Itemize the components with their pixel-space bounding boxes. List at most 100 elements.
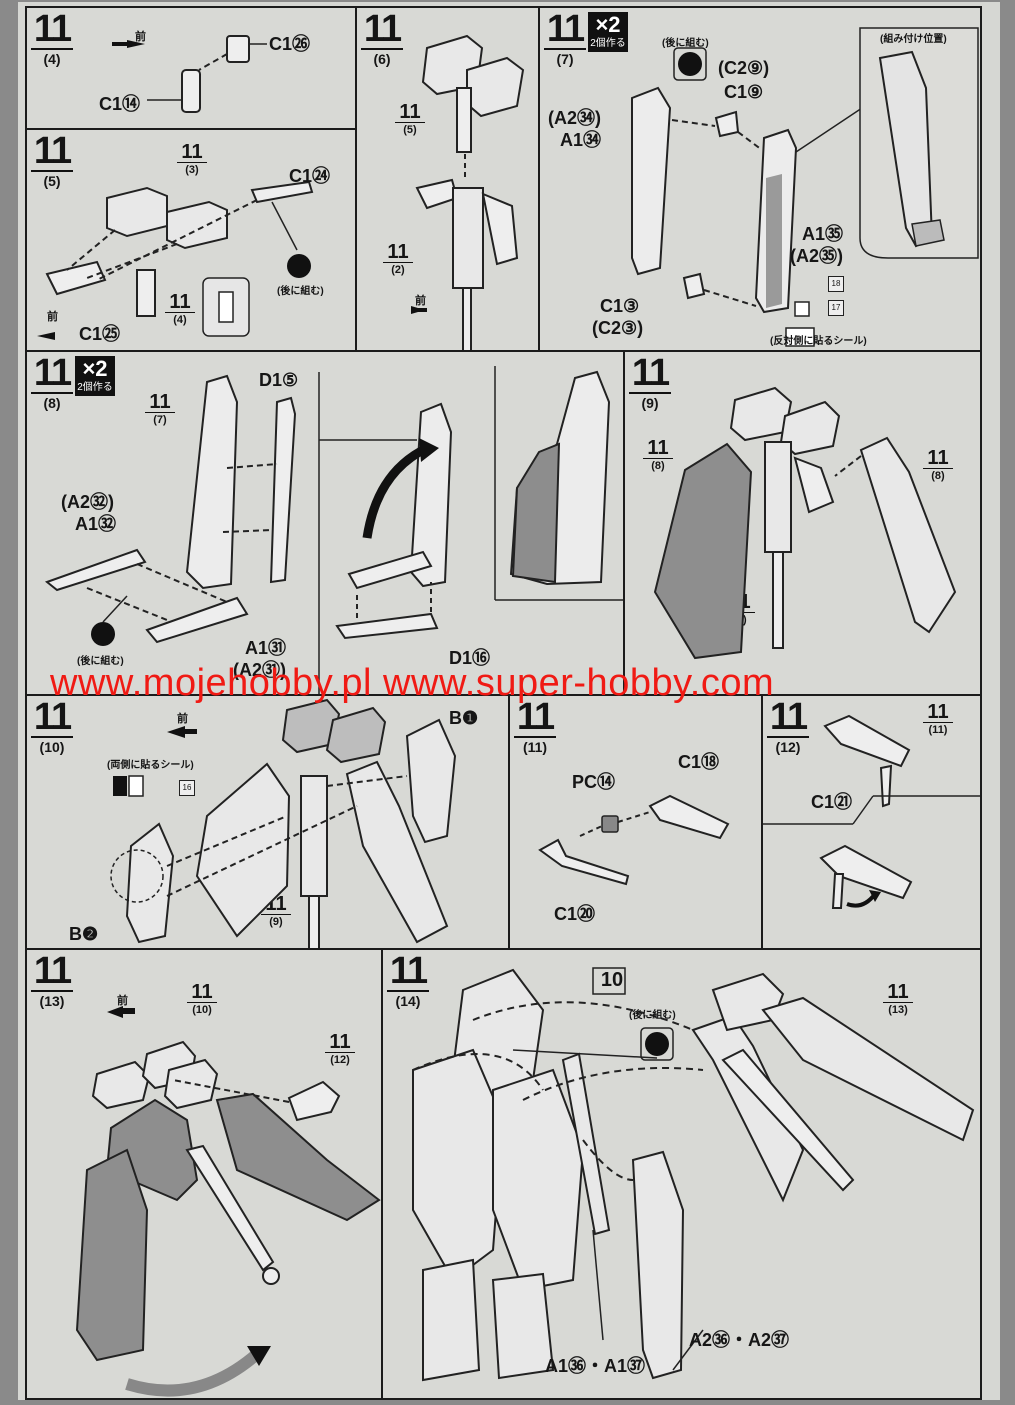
part-label: (A2㉟): [790, 246, 843, 266]
ref-number: 11: [923, 448, 953, 469]
step-number: 11: [33, 696, 72, 738]
part-label: C1⑳: [554, 904, 596, 924]
part-label: C1⑱: [678, 752, 720, 772]
watermark-text: www.mojehobby.pl www.super-hobby.com: [50, 662, 775, 704]
step-badge: 11 (10): [31, 698, 73, 754]
part-label: A1㉞: [560, 130, 602, 150]
step-badge: 11 (7): [544, 10, 586, 66]
ref-number: 11: [165, 292, 195, 313]
part-label: (A2㉛): [233, 660, 286, 680]
step-sub: (4): [31, 48, 73, 66]
ref-sub: (8): [651, 460, 665, 472]
panel-step-11-11: 11 (11) PC⑭ C1⑱ C1⑳: [508, 694, 763, 950]
assemble-later-note: (後に組む): [77, 656, 124, 667]
ref-sub: (7): [153, 414, 167, 426]
ref-step: 11 (7): [145, 392, 175, 427]
part-label: A2㊱・A2㊲: [689, 1330, 790, 1350]
parts-illustration: [44, 366, 623, 694]
step-badge: 11 (8): [31, 354, 73, 410]
part-label: A1㊱・A1㊲: [545, 1356, 646, 1376]
step-sub: (10): [31, 736, 73, 754]
step-badge: 11 (5): [31, 132, 73, 188]
part-label: C1⑨: [724, 82, 764, 102]
parts-illustration: [112, 35, 267, 113]
parts-illustration: [631, 27, 979, 347]
part-label: C1㉑: [811, 792, 853, 812]
parts-illustration: [411, 34, 525, 350]
ref-sub: (3): [185, 164, 199, 176]
part-label: PC⑭: [572, 772, 616, 792]
step-sub: (9): [629, 392, 671, 410]
make-two-badge: ×2 2個作る: [75, 356, 115, 396]
step-number: 11: [389, 950, 428, 992]
part-label: D1⑯: [449, 648, 491, 668]
step-badge: 11 (6): [361, 10, 403, 66]
step-sub: (6): [361, 48, 403, 66]
ref-sub: (9): [269, 916, 283, 928]
front-label: 前: [415, 295, 426, 307]
ref-sub: (11): [928, 724, 948, 736]
part-label: C1㉖: [269, 34, 311, 54]
ref-number: 11: [383, 242, 413, 263]
ref-step: 11 (8): [923, 448, 953, 483]
ref-number: 11: [177, 142, 207, 163]
front-label: 前: [135, 31, 146, 43]
front-label: 前: [47, 311, 58, 323]
assemble-later-note: (後に組む): [629, 1010, 676, 1021]
ref-step: 11 (3): [177, 142, 207, 177]
ref-number: 11: [325, 1032, 355, 1053]
part-label: C1㉔: [289, 166, 331, 186]
ref-sub: (5): [403, 124, 417, 136]
part-label: (C2③): [592, 318, 644, 338]
step-badge: 11 (12): [767, 698, 809, 754]
panel-step-11-12: 11 (12) 11 (11) C1㉑: [761, 694, 982, 950]
sticker-number: 18: [828, 276, 844, 292]
panel-step-11-5: 11 (5) 11 (3) 11 (4) (後に組む) 前 C1㉔ C1㉕: [25, 128, 357, 352]
ref-number: 10: [600, 969, 624, 991]
panel-step-11-13: 11 (13) 11 (10) 11 (12) 前: [25, 948, 383, 1400]
part-label: (A2㉜): [61, 492, 114, 512]
ref-number: 11: [883, 982, 913, 1003]
panel-step-11-8: 11 (8) ×2 2個作る 11 (7) (後に組む) D1⑤: [25, 350, 625, 696]
panel-step-11-6: 11 (6) 11 (5) 11 (2) 前: [355, 6, 540, 352]
ref-number: 11: [145, 392, 175, 413]
step-sub: (11): [514, 736, 556, 754]
ref-step: 11 (11): [923, 702, 953, 737]
front-label: 前: [177, 713, 188, 725]
panel-step-11-10: 11 (10) 11 (9) 前 (両側に貼るシール) 16 B❶ B❷: [25, 694, 510, 950]
ref-number: 11: [923, 702, 953, 723]
panel-step-11-14: 11 (14) 10 11 (13) (後に組む) A1㊱・A1㊲ A2㊱・A2…: [381, 948, 982, 1400]
front-label: 前: [117, 995, 128, 1007]
both-sides-note: (両側に貼るシール): [107, 760, 194, 771]
part-label: A1㉟: [802, 224, 844, 244]
ref-sub: (4): [173, 314, 187, 326]
x2-label: ×2: [595, 12, 621, 37]
step-number: 11: [33, 130, 72, 172]
part-label: B❷: [69, 924, 99, 944]
ref-sub: (2): [391, 264, 405, 276]
step-number: 11: [33, 352, 72, 394]
ref-step: 11 (2): [383, 242, 413, 277]
parts-illustration: [75, 1006, 381, 1397]
assemble-later-note: (後に組む): [662, 38, 709, 49]
step-sub: (14): [387, 990, 429, 1008]
ref-step: 11 (13): [883, 982, 913, 1017]
x2-label: ×2: [82, 356, 108, 381]
part-label: A1㉜: [75, 514, 117, 534]
step-badge: 11 (11): [514, 698, 556, 754]
opposite-side-note: (反対側に貼るシール): [770, 336, 867, 347]
ref-step: 11 (12): [325, 1032, 355, 1067]
step-sub: (13): [31, 990, 73, 1008]
step-sub: (8): [31, 392, 73, 410]
part-label: (A2㉞): [548, 108, 601, 128]
ref-number: 11: [395, 102, 425, 123]
ref-step: 11 (5): [395, 102, 425, 137]
step-number: 11: [769, 696, 808, 738]
ref-step: 11 (10): [187, 982, 217, 1017]
part-label: (C2⑨): [718, 58, 770, 78]
step-badge: 11 (14): [387, 952, 429, 1008]
step-number: 11: [546, 8, 585, 50]
step-number: 11: [631, 352, 670, 394]
position-note: (組み付け位置): [880, 34, 947, 45]
ref-number: 11: [643, 438, 673, 459]
